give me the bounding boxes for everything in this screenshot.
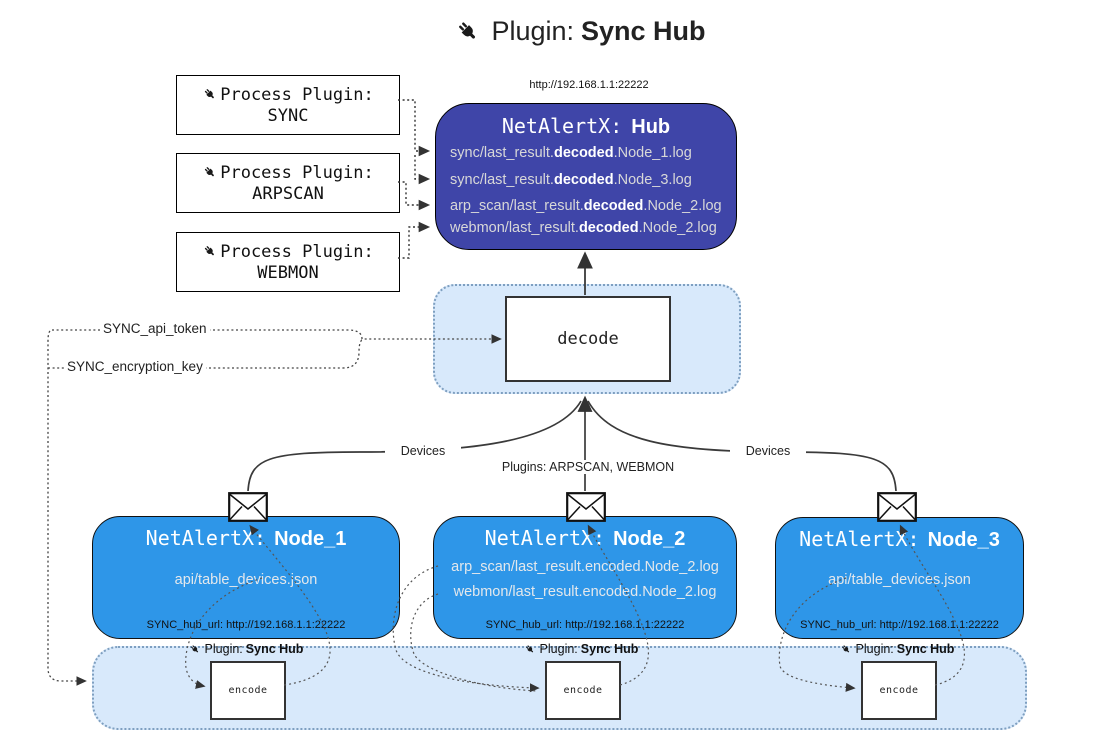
- process-plugin-label: Process Plugin:: [220, 84, 374, 105]
- envelope-icon: [228, 492, 268, 522]
- node-hub-url: SYNC_hub_url: http://192.168.1.1:22222: [146, 619, 346, 631]
- node-title: NetAlertX:Node_1: [145, 526, 347, 550]
- process-plugin-name: ARPSCAN: [252, 183, 324, 204]
- node-file-line: api/table_devices.json: [828, 572, 971, 588]
- node-hub-url: SYNC_hub_url: http://192.168.1.1:22222: [485, 619, 685, 631]
- node-file-line: arp_scan/last_result.encoded.Node_2.log: [451, 559, 719, 575]
- encode-plugin-label: Plugin:Sync Hub: [166, 642, 326, 656]
- node-file-line: api/table_devices.json: [174, 571, 318, 588]
- plug-icon: [841, 644, 849, 652]
- edge-sync-to-hub-2: [414, 155, 431, 185]
- edge-label-plugins: Plugins: ARPSCAN, WEBMON: [495, 460, 681, 474]
- hub-title-prefix: NetAlertX:: [501, 114, 623, 138]
- decode-box: decode: [505, 296, 671, 382]
- encode-plugin-label: Plugin:Sync Hub: [817, 642, 977, 656]
- process-plugin-webmon: Process Plugin: WEBMON: [176, 232, 400, 292]
- node-hub-url: SYNC_hub_url: http://192.168.1.1:22222: [800, 619, 999, 631]
- hub-title: NetAlertX: Hub: [436, 114, 736, 139]
- setting-encryption-key-label: SYNC_encryption_key: [64, 359, 206, 374]
- edge-sync-to-hub-1: [398, 99, 431, 157]
- decode-label: decode: [557, 329, 619, 349]
- node-file-line: webmon/last_result.encoded.Node_2.log: [453, 584, 717, 600]
- encode-box: encode: [210, 661, 286, 720]
- node-title: NetAlertX:Node_3: [799, 527, 1000, 551]
- envelope-icon: [566, 492, 606, 522]
- hub-title-name: Hub: [631, 116, 671, 138]
- diagram-title: Plugin: Sync Hub: [400, 16, 760, 47]
- process-plugin-label: Process Plugin:: [220, 241, 374, 262]
- hub-log-line: sync/last_result.decoded.Node_3.log: [450, 172, 692, 188]
- node-1-box: NetAlertX:Node_1 api/table_devices.json …: [92, 516, 400, 639]
- edge-encryption-key-to-encode: [47, 330, 87, 686]
- hub-log-line: arp_scan/last_result.decoded.Node_2.log: [450, 198, 722, 214]
- plug-icon: [205, 167, 215, 177]
- hub-url-label: http://192.168.1.1:22222: [529, 79, 649, 91]
- edge-arpscan-to-hub: [398, 181, 431, 211]
- process-plugin-sync: Process Plugin: SYNC: [176, 75, 400, 135]
- title-prefix: Plugin:: [491, 16, 575, 46]
- node-title: NetAlertX:Node_2: [484, 526, 686, 550]
- plug-icon: [525, 644, 533, 652]
- plug-icon: [205, 89, 215, 99]
- process-plugin-name: SYNC: [267, 105, 309, 126]
- node-3-box: NetAlertX:Node_3 api/table_devices.json …: [775, 517, 1024, 639]
- plug-icon: [190, 644, 198, 652]
- process-plugin-arpscan: Process Plugin: ARPSCAN: [176, 153, 400, 213]
- plug-icon: [205, 246, 215, 256]
- process-plugin-name: WEBMON: [257, 262, 319, 283]
- plug-icon: [459, 21, 476, 39]
- hub-box: NetAlertX: Hub sync/last_result.decoded.N…: [435, 103, 737, 250]
- edge-label-devices-left: Devices: [385, 444, 461, 458]
- encode-box: encode: [861, 661, 937, 720]
- process-plugin-label: Process Plugin:: [220, 162, 374, 183]
- edge-label-devices-right: Devices: [730, 444, 806, 458]
- title-name: Sync Hub: [581, 16, 706, 46]
- hub-log-line: webmon/last_result.decoded.Node_2.log: [450, 220, 717, 236]
- encode-plugin-label: Plugin:Sync Hub: [501, 642, 661, 656]
- envelope-icon: [877, 492, 917, 522]
- encode-box: encode: [545, 661, 621, 720]
- setting-api-token-label: SYNC_api_token: [100, 321, 210, 336]
- node-2-box: NetAlertX:Node_2 arp_scan/last_result.en…: [433, 516, 737, 639]
- hub-log-line: sync/last_result.decoded.Node_1.log: [450, 145, 692, 161]
- edge-webmon-to-hub: [398, 221, 431, 259]
